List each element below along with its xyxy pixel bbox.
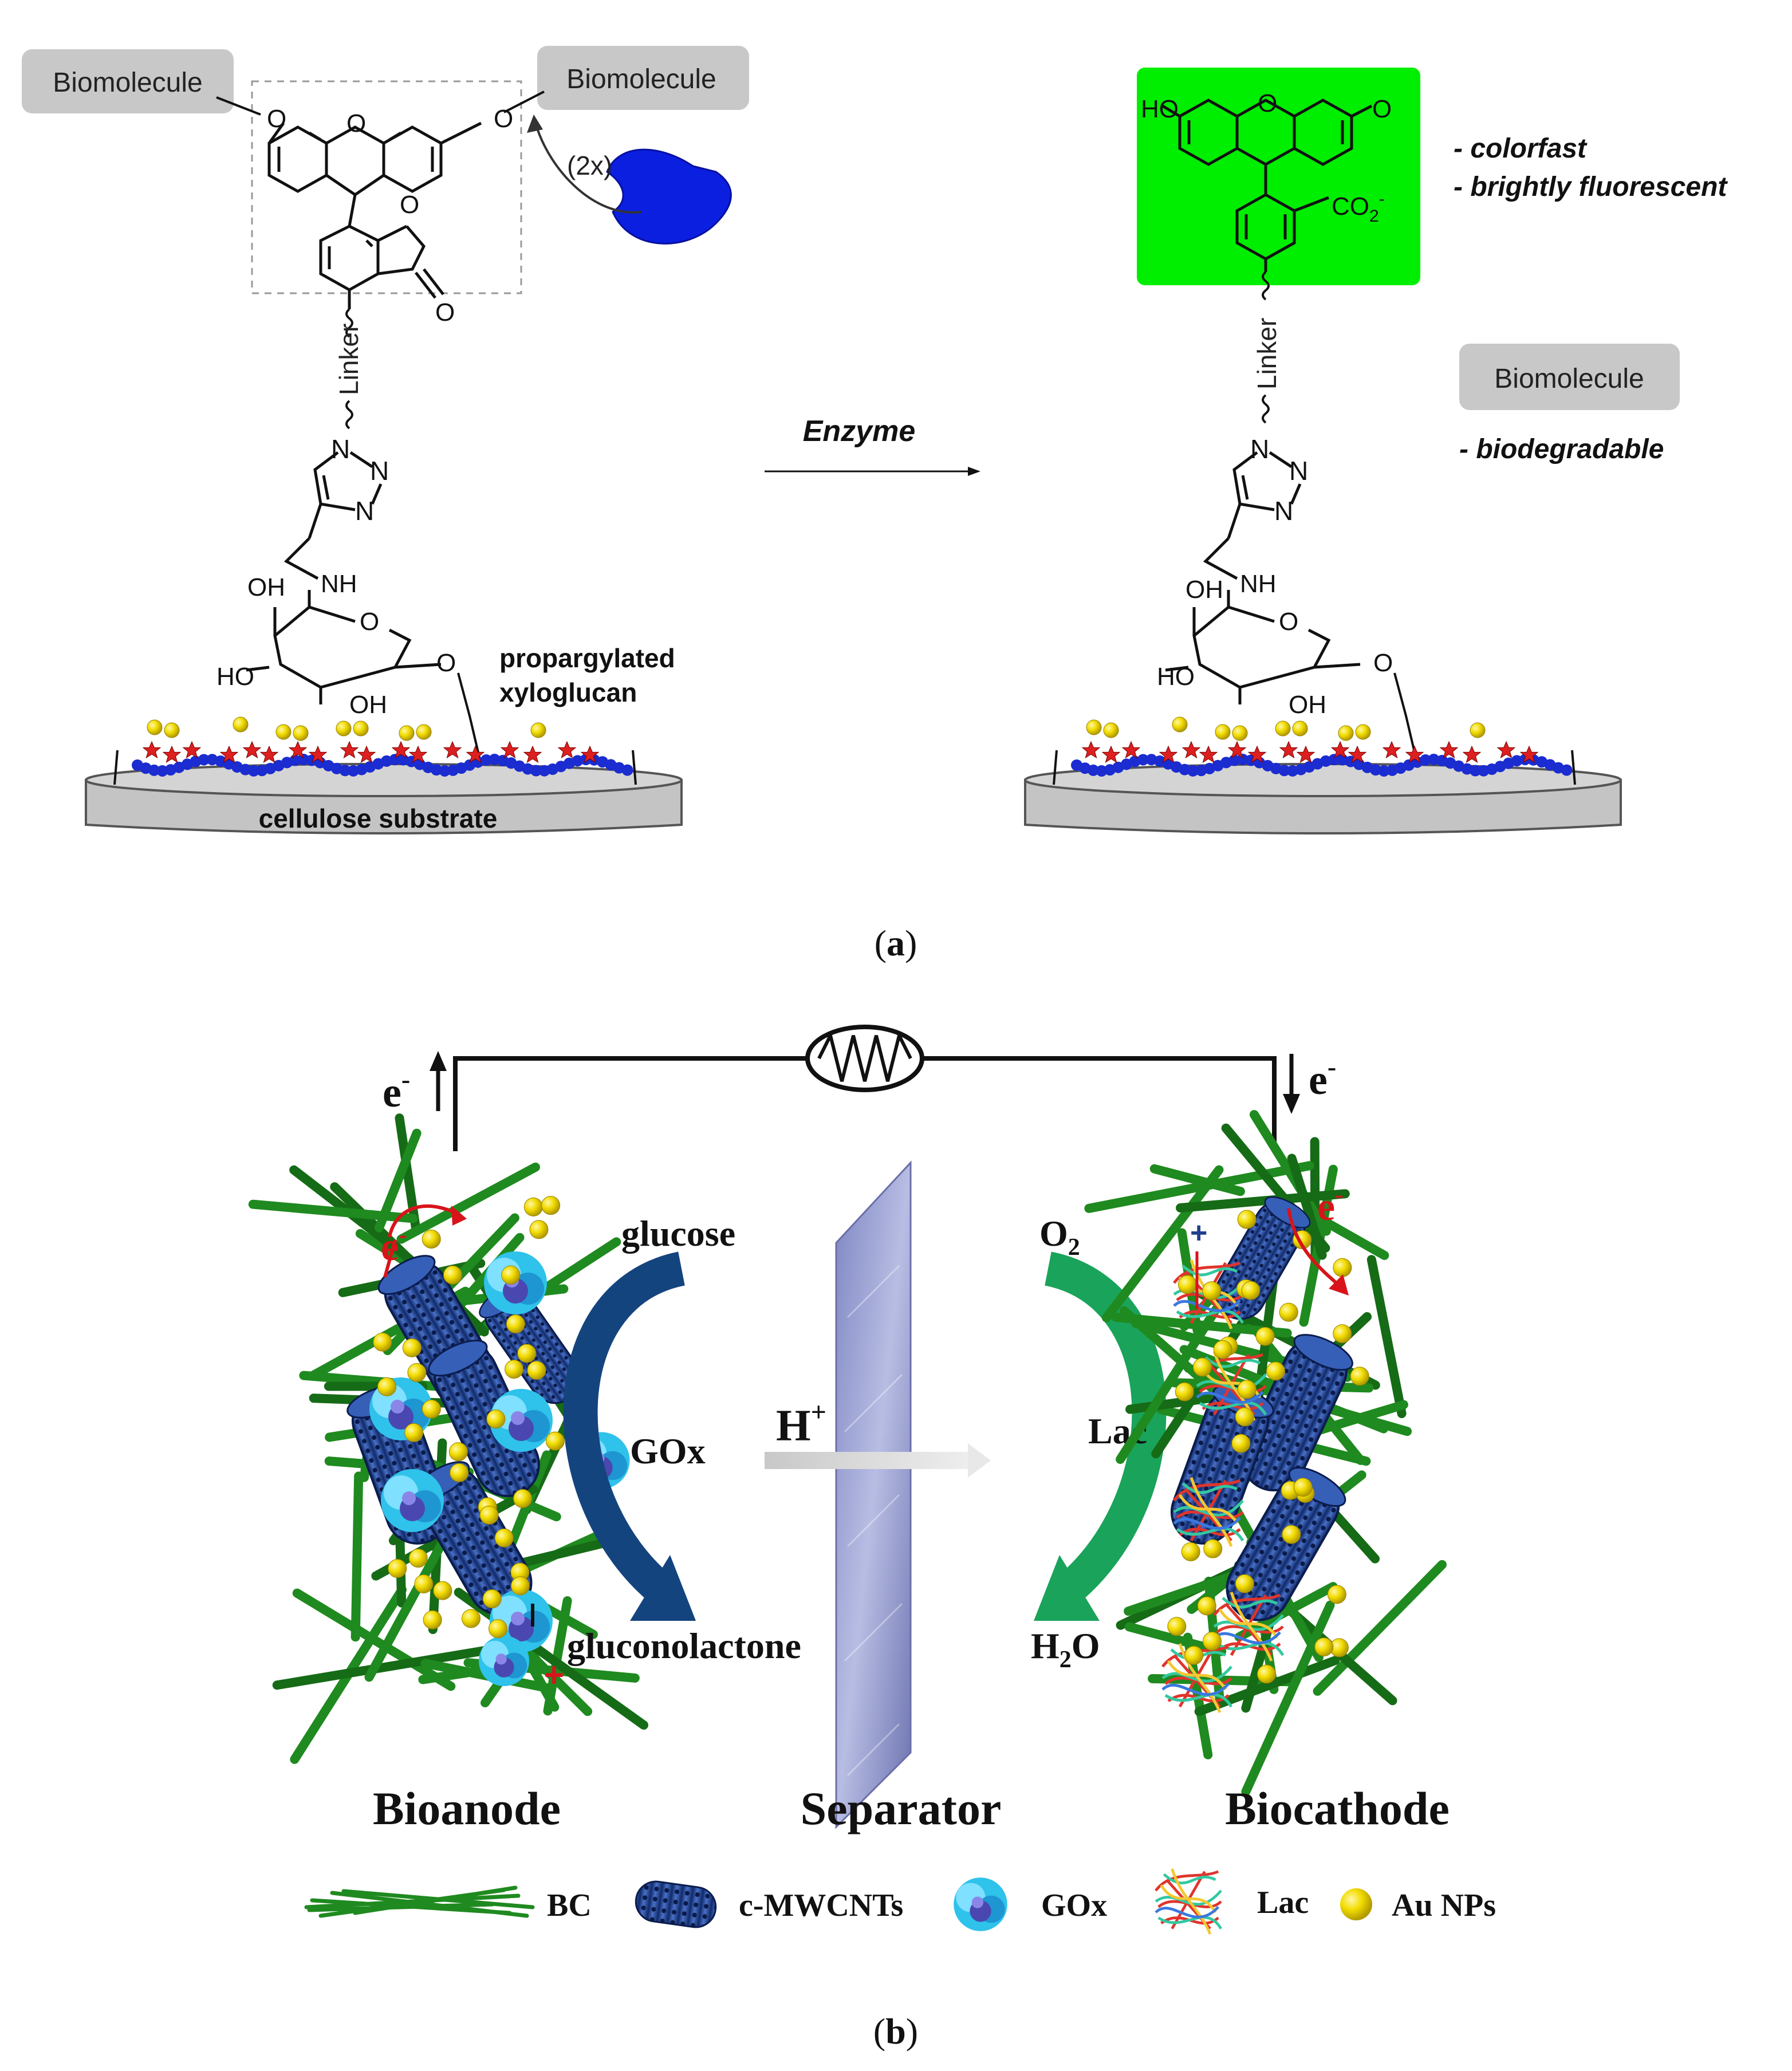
panel-a-right: HO O O CO2- - colorfast - brightly fluor… <box>1024 68 1728 834</box>
electron-label-anode-red: e- <box>381 1220 407 1269</box>
hydroxyl-OH-top-right: OH <box>1186 576 1223 604</box>
biocathode-label: Biocathode <box>1225 1782 1450 1834</box>
triazole-N3-right: N <box>1274 496 1293 526</box>
laccase-icon <box>1156 1869 1221 1934</box>
lactone-ring-O: O <box>400 191 419 219</box>
propargylated-label: propargylated <box>499 643 675 673</box>
legend-label-aunps: Au NPs <box>1392 1888 1496 1923</box>
property-biodegradable: - biodegradable <box>1459 434 1664 464</box>
enzyme-icon <box>606 148 732 245</box>
legend: BC c-MWCNTs GOx Lac Au NPs <box>304 1869 1496 1934</box>
separator-membrane <box>835 1160 912 1829</box>
biomolecule-label-free: Biomolecule <box>1494 364 1644 394</box>
legend-label-lac: Lac <box>1257 1885 1309 1920</box>
proton-transfer-arrow <box>765 1443 991 1478</box>
linker-label: Linker <box>334 324 364 395</box>
ring-O: O <box>346 109 366 137</box>
legend-label-gox: GOx <box>1041 1888 1107 1923</box>
spirolactone-skeleton <box>319 194 444 309</box>
glucose-oxidation-arrow <box>563 1251 686 1606</box>
resistor-icon <box>805 1025 924 1092</box>
enzyme-reaction-arrow: Enzyme <box>765 415 980 476</box>
positive-charge-cathode-icon: + <box>1190 1216 1207 1250</box>
electron-out-arrow-icon <box>430 1051 447 1111</box>
bacterial-cellulose-icon <box>304 1885 535 1918</box>
xanthene-skeleton <box>267 121 482 197</box>
bioanode-electrode: e- + <box>248 1113 649 1764</box>
fluorescein-highlight-box <box>1137 68 1420 285</box>
fluorescein-skeleton <box>1161 99 1373 272</box>
biomolecule-box-right: Biomolecule <box>537 46 749 110</box>
enzyme-arrow-label: Enzyme <box>803 415 916 448</box>
hydroxyl-HO-right: HO <box>1157 663 1195 691</box>
carbonyl-O: O <box>435 298 455 326</box>
linker-label-right: Linker <box>1252 318 1282 389</box>
amine-NH-right: NH <box>1240 570 1277 598</box>
external-circuit <box>453 1056 1277 1151</box>
panel-b: e- e- e- + <box>248 1025 1496 1934</box>
xyloglucan-label: xyloglucan <box>499 678 637 707</box>
biomolecule-box-free: Biomolecule <box>1459 344 1680 410</box>
proton-label: H+ <box>776 1397 826 1450</box>
separator-label: Separator <box>801 1782 1002 1834</box>
gold-nanoparticle-icon <box>1340 1888 1372 1920</box>
water-label: H2O <box>1031 1625 1100 1673</box>
xyloglucan-chain-right <box>1053 716 1576 785</box>
triazole-N2: N <box>370 456 389 486</box>
property-fluorescent: - brightly fluorescent <box>1454 172 1728 202</box>
triazole-N1: N <box>331 434 350 464</box>
triazole-N2-right: N <box>1289 456 1308 486</box>
sugar-ring-skeleton <box>246 590 442 704</box>
electron-label-anode: e- <box>383 1065 410 1116</box>
property-colorfast: - colorfast <box>1454 133 1588 164</box>
triazole-N3: N <box>355 496 374 526</box>
legend-label-bc: BC <box>547 1888 592 1923</box>
panel-a-caption: (a) <box>875 923 917 963</box>
electron-label-cathode-red: e- <box>1317 1180 1344 1229</box>
carboxylate-label: CO2- <box>1332 190 1385 226</box>
legend-label-cmwcnts: c-MWCNTs <box>739 1888 903 1923</box>
carbon-nanotube-icon <box>635 1880 717 1928</box>
sugar-ring-O-right: O <box>1279 608 1298 636</box>
enzyme-multiplier: (2x) <box>567 151 612 180</box>
glucose-label: glucose <box>621 1213 735 1254</box>
cellulose-substrate: cellulose substrate <box>85 763 683 834</box>
ester-O-left: O <box>267 105 286 133</box>
glycosidic-O-right: O <box>1373 649 1393 677</box>
triazole-skeleton <box>308 451 356 539</box>
hydroxyl-OH-bottom: OH <box>349 691 387 719</box>
gox-label: GOx <box>630 1431 706 1471</box>
biomolecule-box-left: Biomolecule <box>22 49 234 113</box>
triazole-N1-right: N <box>1250 434 1269 464</box>
sugar-ring-O: O <box>360 608 379 636</box>
panel-a-left: Biomolecule Biomolecule O O O <box>22 46 749 834</box>
gluconolactone-label: gluconolactone <box>567 1625 801 1666</box>
hydroxyl-OH-top: OH <box>247 573 285 601</box>
biomolecule-label-left: Biomolecule <box>53 68 202 98</box>
substrate-label: cellulose substrate <box>259 804 498 833</box>
fluorescein-keto-O: O <box>1372 95 1392 123</box>
sugar-ring-skeleton-right <box>1165 590 1361 704</box>
bioanode-label: Bioanode <box>373 1782 561 1834</box>
biocathode-electrode: e- + <box>1084 1110 1447 1797</box>
hydroxyl-OH-bottom-right: OH <box>1289 691 1326 719</box>
glucose-oxidase-icon <box>954 1877 1007 1931</box>
panel-b-caption: (b) <box>873 2011 918 2052</box>
biomolecule-label-right: Biomolecule <box>566 64 716 95</box>
fluorescein-HO: HO <box>1141 95 1179 123</box>
triazole-skeleton-right <box>1227 451 1302 539</box>
electron-label-cathode: e- <box>1309 1052 1336 1104</box>
positive-charge-icon: + <box>544 1656 564 1694</box>
electron-in-arrow-icon <box>1283 1054 1300 1114</box>
cellulose-substrate-right <box>1024 763 1622 834</box>
fluorescein-ring-O: O <box>1258 89 1277 117</box>
ester-O-right: O <box>494 105 513 133</box>
hydroxyl-HO: HO <box>216 663 254 691</box>
amine-NH: NH <box>321 570 357 598</box>
oxygen-label: O2 <box>1039 1213 1080 1261</box>
glycosidic-O: O <box>436 649 456 677</box>
xyloglucan-chain-left <box>113 716 637 785</box>
